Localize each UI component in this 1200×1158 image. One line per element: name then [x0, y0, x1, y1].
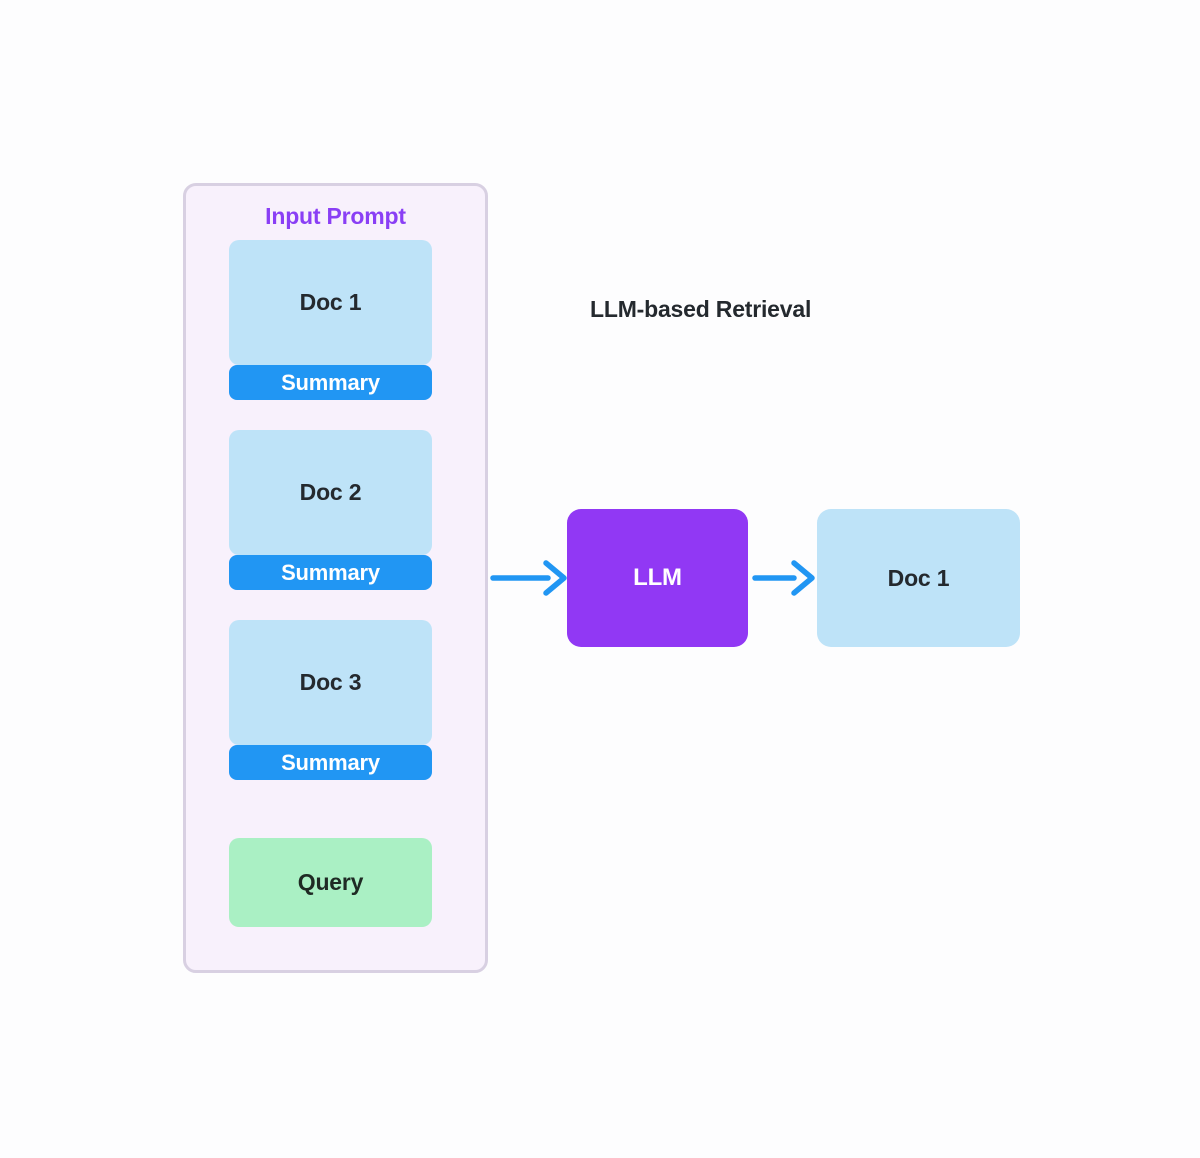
doc-3-summary-bar: Summary: [229, 745, 432, 780]
doc-2-summary-bar: Summary: [229, 555, 432, 590]
arrow-right-icon: [490, 560, 567, 596]
doc-group-1: Doc 1 Summary: [229, 240, 432, 400]
doc-1-summary-bar: Summary: [229, 365, 432, 400]
llm-box: LLM: [567, 509, 748, 647]
diagram-title: LLM-based Retrieval: [590, 296, 812, 322]
arrow-right-icon: [752, 560, 815, 596]
doc-2-box: Doc 2: [229, 430, 432, 555]
doc-group-2: Doc 2 Summary: [229, 430, 432, 590]
doc-group-3: Doc 3 Summary: [229, 620, 432, 780]
doc-1-box: Doc 1: [229, 240, 432, 365]
output-doc-box: Doc 1: [817, 509, 1020, 647]
arrow-input-to-llm: [490, 560, 567, 596]
query-box: Query: [229, 838, 432, 927]
input-prompt-container: Input Prompt Doc 1 Summary Doc 2 Summary…: [183, 183, 488, 973]
arrow-llm-to-output: [752, 560, 815, 596]
input-prompt-label: Input Prompt: [265, 203, 406, 229]
doc-3-box: Doc 3: [229, 620, 432, 745]
